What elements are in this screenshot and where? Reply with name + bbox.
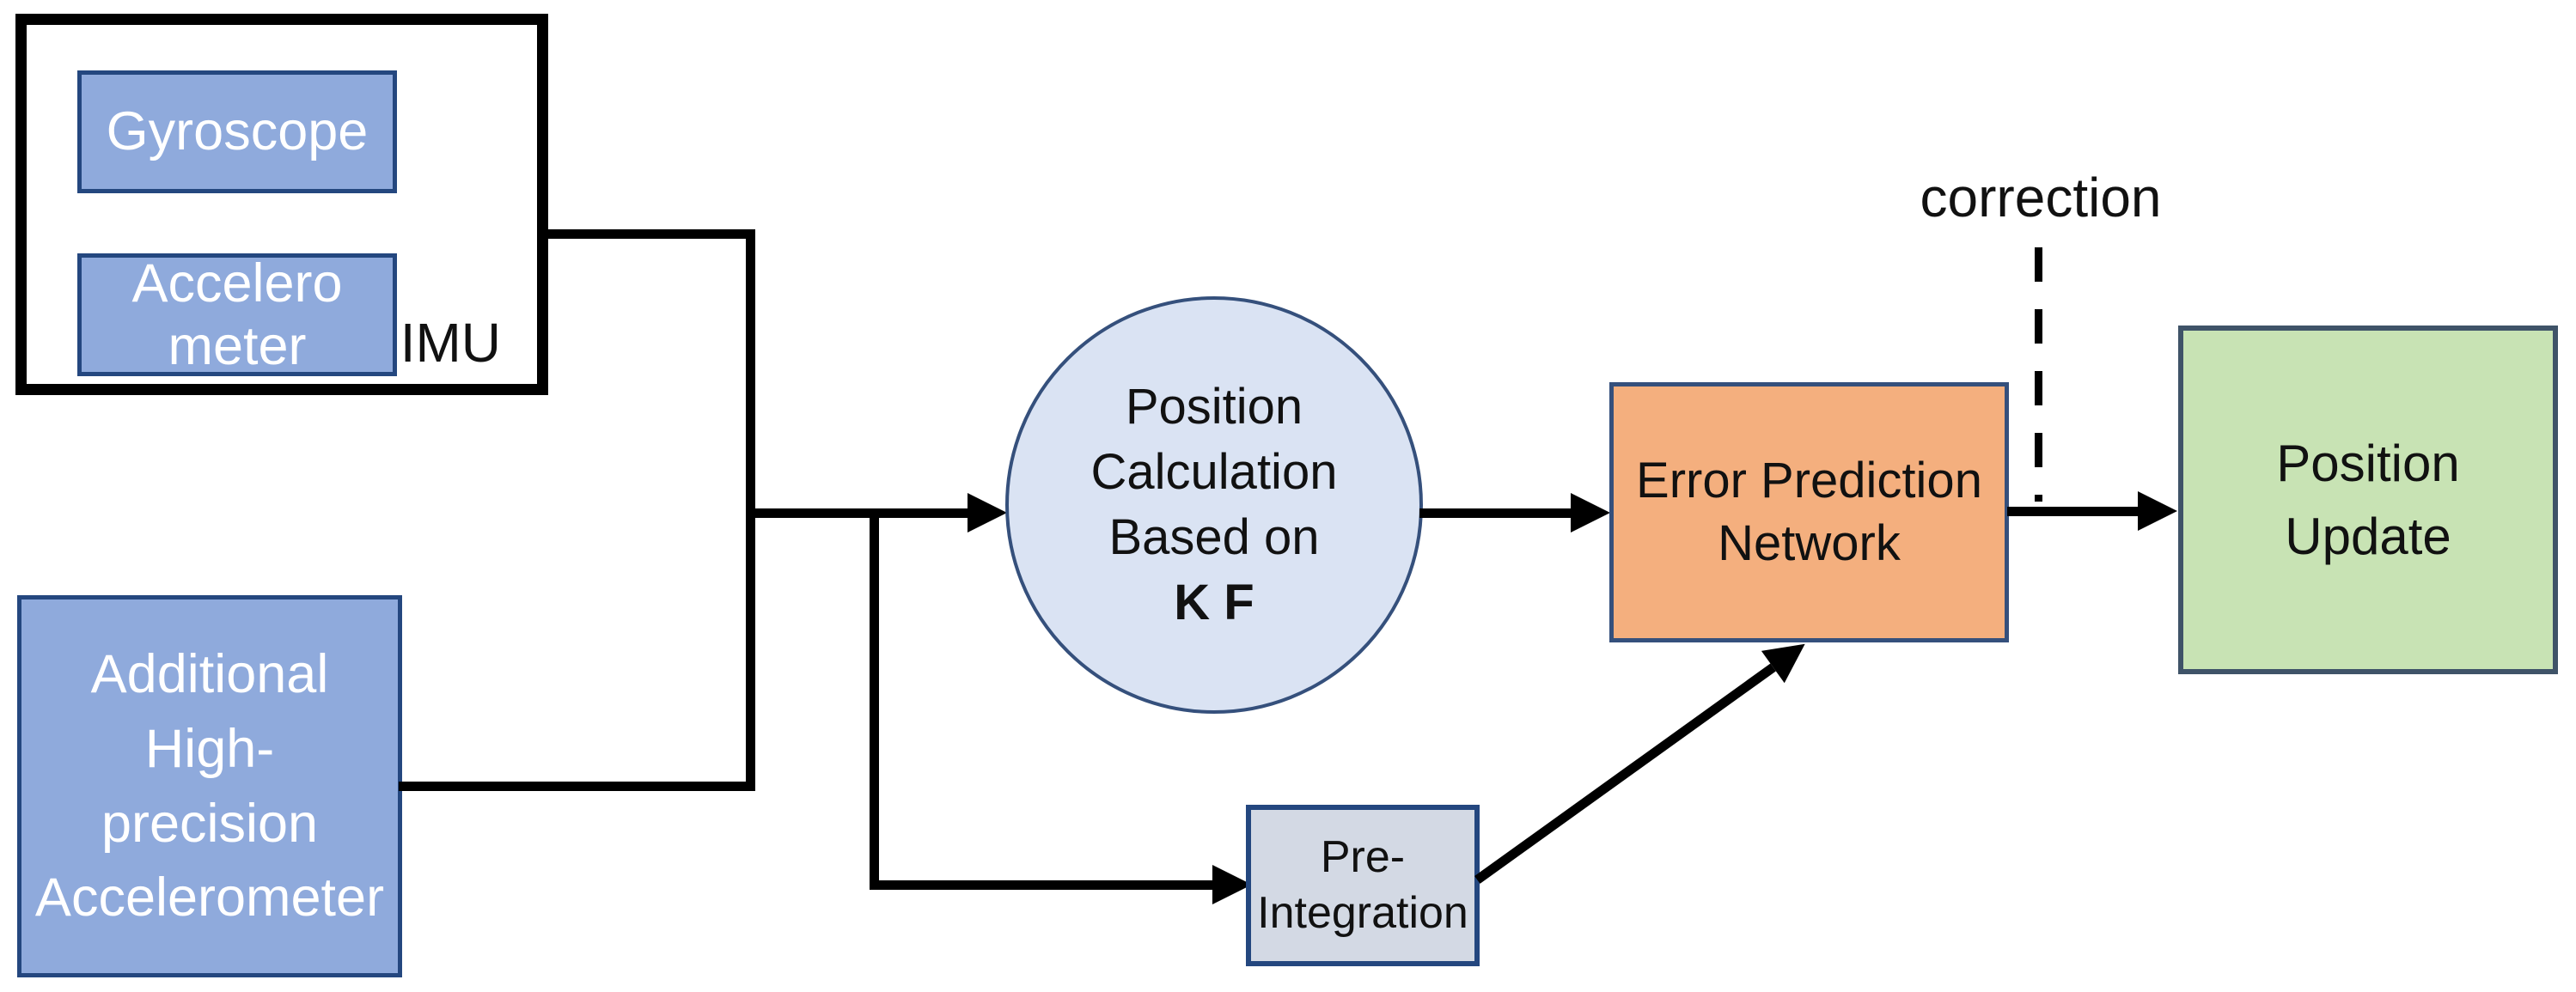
additional-accelerometer-box: Additional High- precision Accelerometer <box>17 595 402 977</box>
arrowhead-icon <box>2138 491 2177 531</box>
error-prediction-network-label: Error Prediction Network <box>1636 453 1982 571</box>
kf-circle-label: Position Calculation Based on <box>1090 379 1338 565</box>
accelerometer-box: Accelero meter <box>77 253 397 376</box>
correction-dashed-line <box>2035 247 2042 502</box>
additional-accelerometer-label: Additional High- precision Accelerometer <box>34 643 385 928</box>
arrow-kf-to-error-network <box>1419 508 1574 518</box>
connector-branch-down <box>870 508 879 890</box>
arrowhead-icon <box>1571 493 1610 533</box>
connector-additional-to-trunk <box>399 782 755 791</box>
arrow-shaft <box>1474 663 1776 884</box>
arrowhead-icon <box>1212 865 1252 904</box>
kf-position-calculation-circle: Position Calculation Based on K F <box>1005 296 1423 714</box>
accelerometer-label: Accelero meter <box>131 253 343 376</box>
error-prediction-network-box: Error Prediction Network <box>1609 382 2009 642</box>
arrow-error-network-to-position-update <box>2007 507 2141 516</box>
pre-integration-box: Pre- Integration <box>1246 805 1480 966</box>
pre-integration-label: Pre- Integration <box>1257 832 1468 938</box>
arrow-pre-integration-to-error-network <box>1466 628 1817 896</box>
kf-circle-bold-label: K F <box>1174 574 1254 630</box>
imu-group-label: IMU <box>400 312 501 374</box>
arrow-to-pre-integration <box>870 880 1216 890</box>
connector-imu-to-trunk <box>546 229 755 239</box>
gyroscope-label: Gyroscope <box>106 101 369 162</box>
position-update-box: Position Update <box>2178 326 2558 674</box>
arrowhead-icon <box>968 493 1007 533</box>
arrow-trunk-to-kf <box>746 508 971 518</box>
correction-label: correction <box>1920 167 2162 228</box>
position-update-label: Position Update <box>2276 434 2460 565</box>
gyroscope-box: Gyroscope <box>77 70 397 193</box>
